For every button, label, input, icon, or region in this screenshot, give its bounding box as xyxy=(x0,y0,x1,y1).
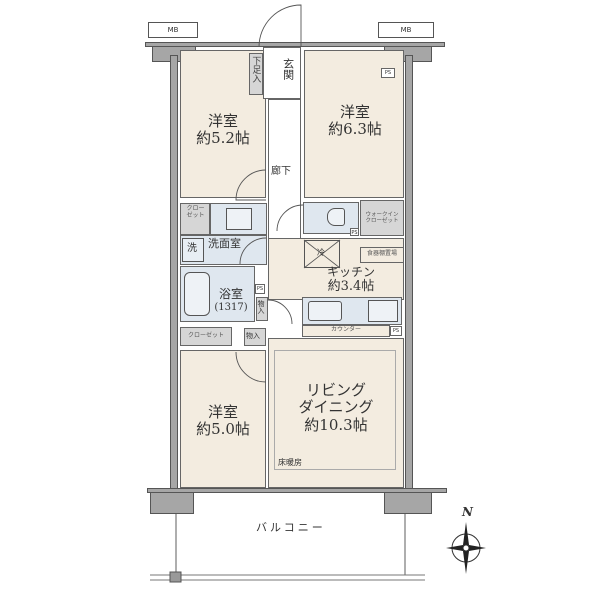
bath-size: (1317) xyxy=(214,301,248,313)
label-pantry: 食器棚置場 xyxy=(366,250,397,257)
room-ne-name: 洋室 xyxy=(339,103,370,121)
counter-area xyxy=(302,325,390,337)
closet-nw[interactable] xyxy=(180,203,210,235)
washbasin xyxy=(226,208,252,230)
meter-box-right: MB xyxy=(378,22,434,38)
wall-left xyxy=(170,55,178,495)
room-nw-size: 約5.2帖 xyxy=(196,129,250,148)
storage-1[interactable] xyxy=(256,297,268,321)
shoe-box[interactable] xyxy=(249,53,263,95)
label-washer: 洗 xyxy=(187,243,197,254)
label-balcony: バルコニー xyxy=(256,521,326,534)
bathtub xyxy=(184,272,210,316)
washer-pan xyxy=(182,238,204,262)
label-floor-heating: 床暖房 xyxy=(278,458,302,467)
label-walk-in-closet: ウォークイン クローゼット xyxy=(365,212,399,225)
wall-bottom-strip xyxy=(147,488,447,493)
entrance-area[interactable] xyxy=(263,47,301,99)
kitchen-size: 約3.4帖 xyxy=(327,278,375,294)
label-bathroom: 浴室 (1317) xyxy=(208,287,254,313)
stove xyxy=(368,300,398,322)
compass-north-label: N xyxy=(462,505,473,519)
label-shoe-box: 下足入 xyxy=(250,56,261,83)
label-storage-2: 物入 xyxy=(246,332,260,340)
label-counter: カウンター xyxy=(330,326,361,333)
ld-name-2: ダイニング xyxy=(298,398,374,417)
ld-size: 約10.3帖 xyxy=(304,415,368,434)
label-closet-sw: クローゼット xyxy=(187,332,224,339)
label-refrigerator: 冷 xyxy=(317,248,325,257)
label-kitchen: キッチン 約3.4帖 xyxy=(316,265,386,295)
label-storage-1: 物入 xyxy=(257,300,266,314)
walk-in-closet[interactable] xyxy=(360,200,404,236)
room-ne-size: 約6.3帖 xyxy=(328,120,382,139)
pipe-space-bath: PS xyxy=(255,284,265,294)
ld-name-1: リビング xyxy=(305,381,366,399)
kitchen-name: キッチン xyxy=(326,265,375,279)
sink xyxy=(308,301,342,321)
label-washroom: 洗面室 xyxy=(208,237,241,250)
toilet-icon xyxy=(327,208,345,226)
label-living-dining: リビング ダイニング 約10.3帖 xyxy=(280,381,392,434)
wall-right xyxy=(405,55,413,495)
label-closet-nw: クロー ゼット xyxy=(186,205,205,219)
living-dining[interactable] xyxy=(268,338,404,488)
meter-box-left: MB xyxy=(148,22,198,38)
label-corridor: 廊下 xyxy=(271,166,291,177)
pantry-space xyxy=(360,247,404,263)
room-sw-size: 約5.0帖 xyxy=(196,420,250,439)
closet-sw[interactable] xyxy=(180,327,232,346)
floor-heating-area xyxy=(274,350,396,470)
room-sw-name: 洋室 xyxy=(207,403,238,421)
label-room-ne: 洋室 約6.3帖 xyxy=(312,103,398,139)
storage-2[interactable] xyxy=(244,328,266,346)
label-room-nw: 洋室 約5.2帖 xyxy=(185,112,261,148)
label-room-sw: 洋室 約5.0帖 xyxy=(185,403,261,439)
pipe-space-ne: PS xyxy=(381,68,395,78)
bath-name: 浴室 xyxy=(218,287,243,301)
label-entrance: 玄関 xyxy=(281,58,295,80)
pipe-space-wic: PS xyxy=(350,228,359,236)
room-nw-name: 洋室 xyxy=(207,112,238,130)
pipe-space-kitchen: PS xyxy=(390,326,402,336)
